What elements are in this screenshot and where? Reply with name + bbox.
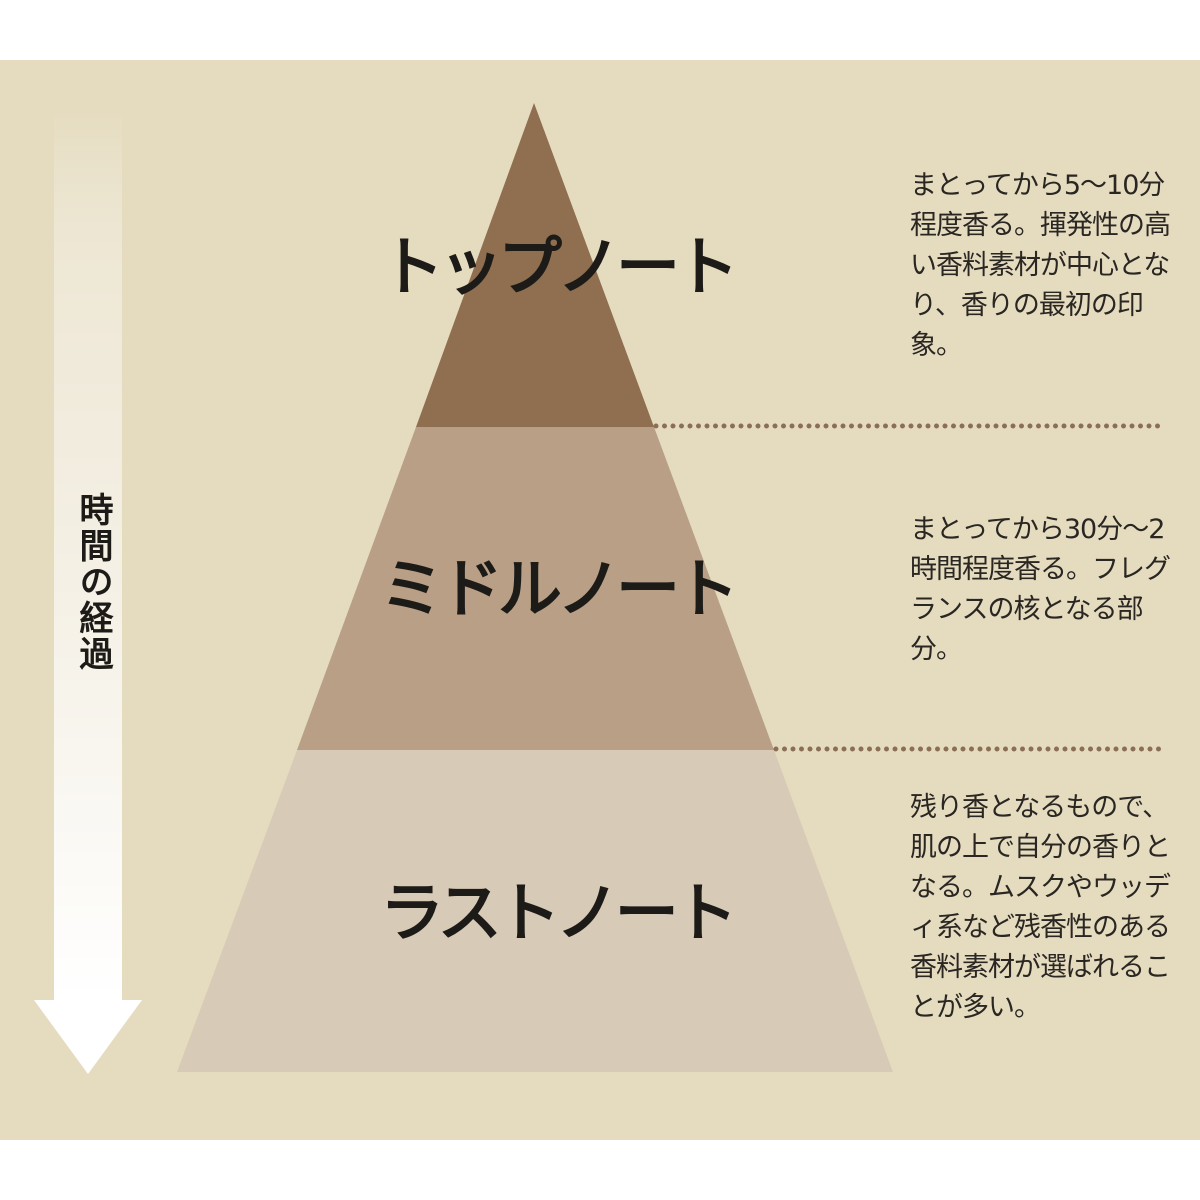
last-note-description: 残り香となるもので、肌の上で自分の香りとなる。ムスクやウッディ系など残香性のある… [910,792,1171,1023]
down-arrow-icon [34,110,142,1074]
middle-note-description: まとってから30分〜2時間程度香る。フレグランスの核となる部分。 [910,514,1171,665]
middle-note-label: ミドルノート [380,553,739,627]
top-note-description: まとってから5〜10分程度香る。揮発性の高い香料素材が中心となり、香りの最初の印… [910,170,1171,361]
middle-tier [297,427,774,750]
base-tier [177,750,893,1072]
top-tier [416,103,654,427]
time-elapsed-label: 時間の経過 [73,492,113,672]
top-note-label: トップノート [380,231,739,305]
last-note-label: ラストノート [380,877,738,951]
